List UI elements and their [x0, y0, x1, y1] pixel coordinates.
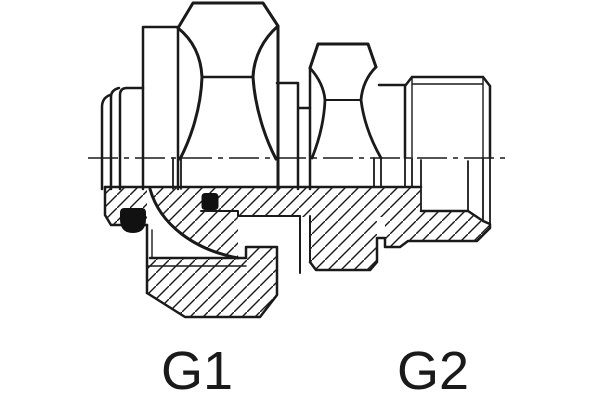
outline-group: [100, 1, 492, 319]
label-g1: G1: [161, 341, 233, 400]
g1-thread-root-line: [109, 86, 121, 191]
body-section-fill: [150, 187, 490, 258]
g1-seal-collar: [118, 86, 145, 191]
gap-edges: [299, 215, 311, 274]
nut-skirt-section-fill: [147, 247, 277, 317]
square-seal: [201, 193, 219, 210]
nut-skirt-outline: [145, 245, 279, 319]
hex-nut-small: [308, 42, 383, 191]
body-lower-outline: [308, 209, 492, 272]
hex-small-silhouette: [308, 42, 378, 70]
hex-large-lower-arcs: [178, 75, 278, 161]
oring-seal: [120, 208, 146, 233]
seals: [120, 193, 219, 233]
hex-nut-large: [176, 1, 280, 191]
hex-small-lower-arcs: [310, 98, 383, 160]
section-outlines: [103, 185, 492, 319]
g1-thread-crest-line: [100, 93, 112, 191]
g1-thread-end: [100, 86, 145, 191]
hex-large-upper-arcs: [176, 24, 280, 79]
locknut-section-fill: [310, 217, 377, 270]
mid-collar: [275, 81, 312, 191]
g2-thread-outline: [403, 75, 492, 160]
label-g2: G2: [397, 341, 469, 400]
g2-thread-end: [377, 75, 492, 160]
g2-thread-root-lines: [411, 77, 484, 159]
hex-large-silhouette: [176, 1, 280, 191]
flange: [141, 25, 180, 191]
bore-internal-edges: [172, 157, 491, 228]
section-hatching: [105, 187, 490, 317]
seal-ledge: [200, 210, 301, 217]
hex-small-upper-arcs: [308, 65, 378, 102]
taper-cone-curve: [148, 187, 240, 260]
